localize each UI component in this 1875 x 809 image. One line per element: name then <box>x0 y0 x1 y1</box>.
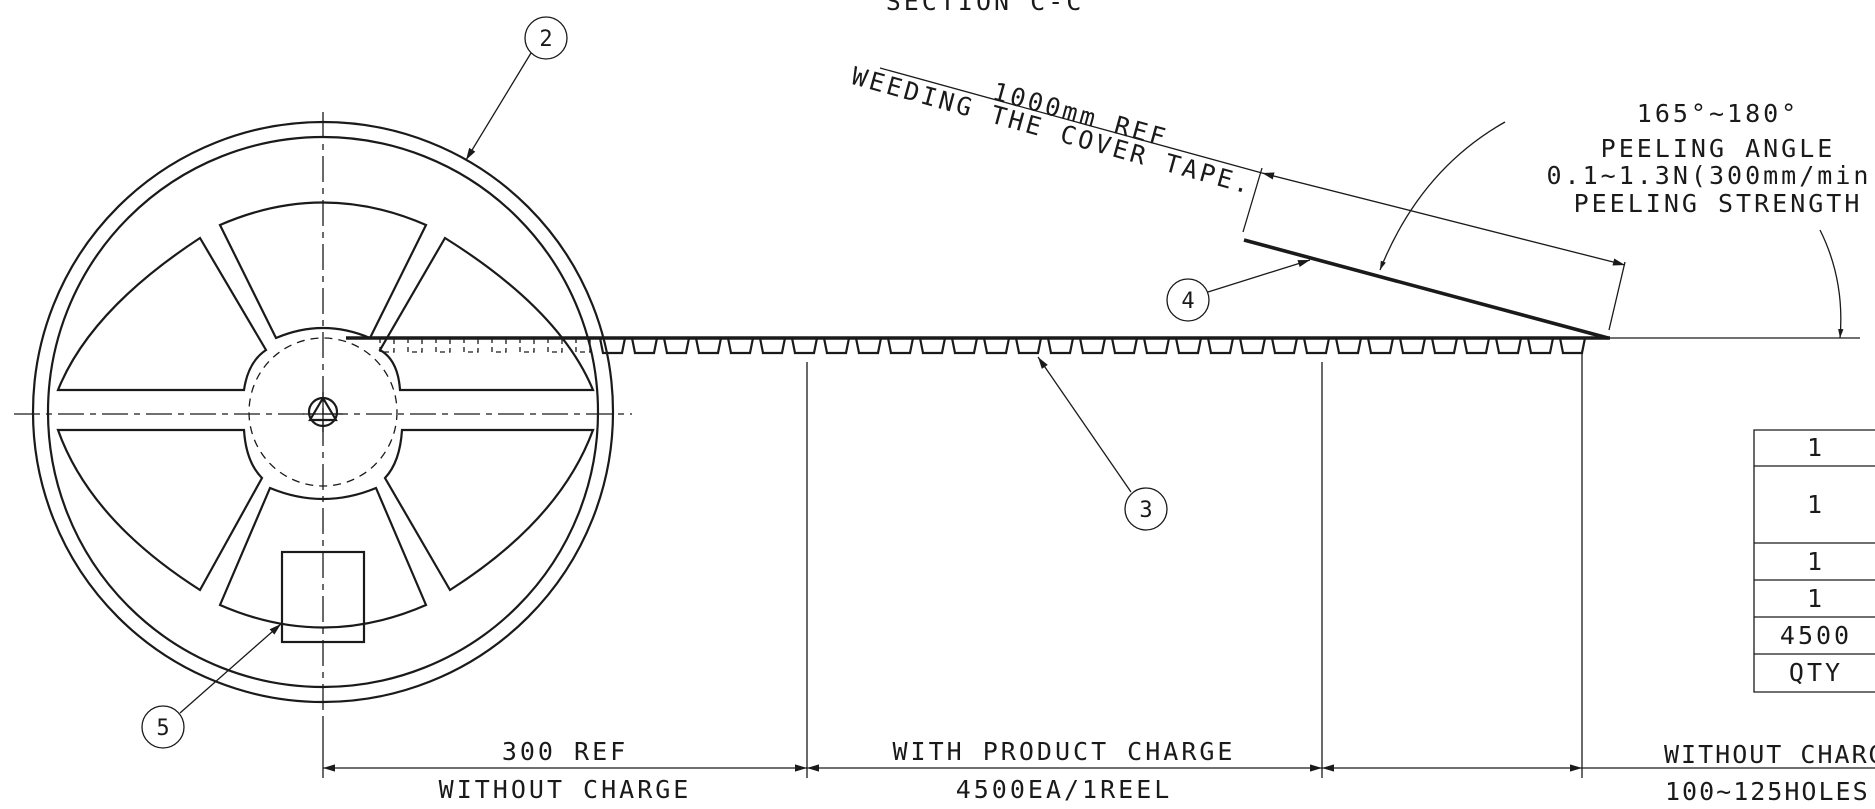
strength-value: 0.1~1.3N(300mm/min) <box>1547 161 1875 190</box>
svg-text:5: 5 <box>156 716 169 741</box>
balloon-2: 2 <box>465 16 568 161</box>
table-row-4: 1 <box>1807 584 1825 613</box>
dim-2-bottom: 4500EA/1REEL <box>956 775 1173 804</box>
carrier-tape <box>346 336 1860 355</box>
table-header-qty: QTY <box>1789 658 1843 687</box>
angle-label: PEELING ANGLE <box>1601 134 1836 163</box>
balloon-5: 5 <box>141 623 282 749</box>
reel <box>14 112 632 720</box>
balloon-4: 4 <box>1166 259 1311 322</box>
table-row-2: 1 <box>1807 490 1825 519</box>
cover-tape <box>1243 238 1609 340</box>
peeling-angle-arc <box>1379 121 1506 271</box>
weeding-label: WEEDING THE COVER TAPE. <box>848 61 1256 200</box>
angle-value: 165°~180° <box>1637 99 1799 128</box>
bottom-dimensions: 300 REF WITHOUT CHARGE WITH PRODUCT CHAR… <box>322 350 1875 806</box>
parts-table: 1 1 1 1 4500 QTY <box>1753 429 1875 693</box>
balloon-3: 3 <box>1037 356 1168 531</box>
dim-3-bottom: 100~125HOLES <box>1665 777 1870 806</box>
section-label: SECTION C-C <box>886 0 1085 16</box>
svg-text:3: 3 <box>1139 498 1152 523</box>
dim-3-top: WITHOUT CHARGE <box>1664 740 1875 769</box>
dim-2-top: WITH PRODUCT CHARGE <box>893 737 1236 766</box>
reel-windows <box>56 201 595 629</box>
table-row-3: 1 <box>1807 547 1825 576</box>
svg-text:2: 2 <box>539 27 552 52</box>
strength-label: PEELING STRENGTH <box>1574 189 1863 218</box>
table-row-1: 1 <box>1807 433 1825 462</box>
table-row-5: 4500 <box>1780 621 1852 650</box>
dim-1-bottom: WITHOUT CHARGE <box>439 775 692 804</box>
dim-1-top: 300 REF <box>502 737 628 766</box>
svg-text:4: 4 <box>1181 289 1194 314</box>
